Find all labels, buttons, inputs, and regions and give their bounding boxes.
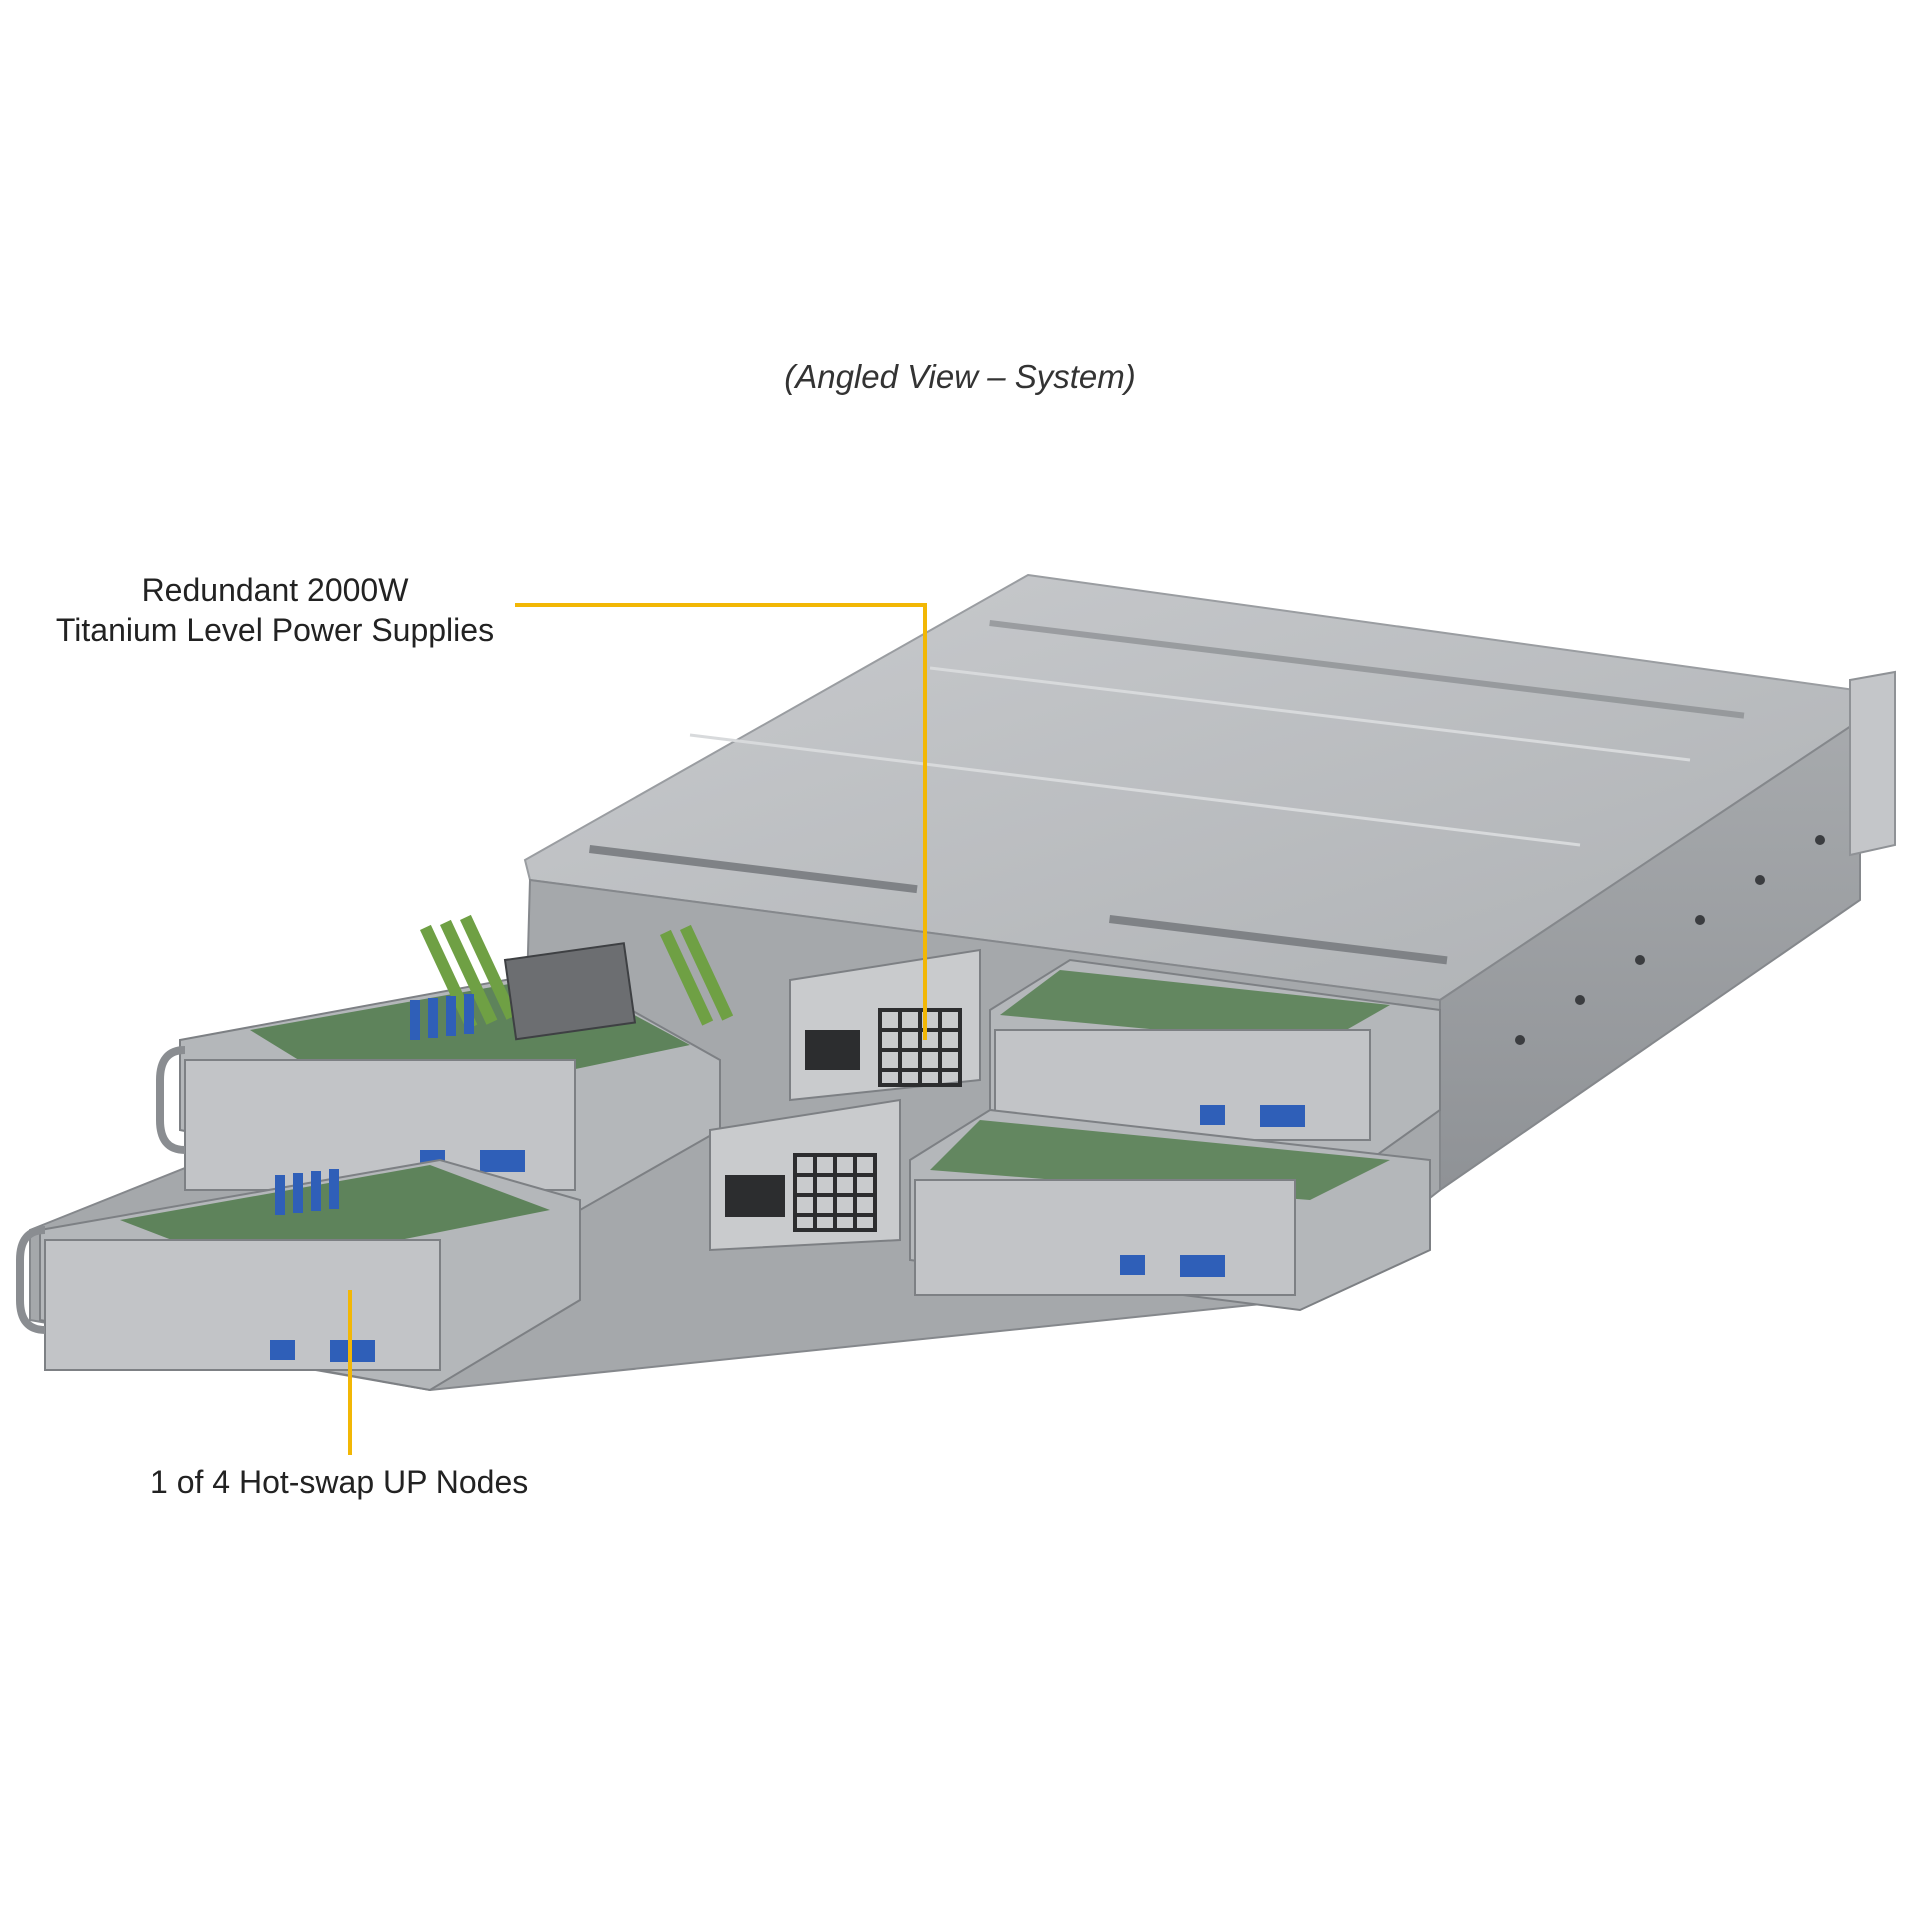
node-handle [156,1046,186,1154]
cover-seam [929,666,1691,762]
psu-callout-line2: Titanium Level Power Supplies [55,612,495,648]
vga-port [1260,1105,1305,1127]
node-callout-label: 1 of 4 Hot-swap UP Nodes [150,1464,529,1500]
usb-port [1120,1255,1145,1275]
node-lower-right [909,1108,1431,1312]
cover-seam [689,733,1581,847]
pcie-connectors [410,994,474,1040]
node-lower-left [16,1158,581,1392]
ram-modules [420,914,734,1030]
psu-callout-leader [515,603,927,1040]
vga-port [330,1340,375,1362]
rack-ear [1849,670,1896,857]
node-front-panel [914,1179,1296,1296]
side-screw-holes [1515,835,1825,1045]
cover-vents [589,620,1745,965]
usb-port [270,1340,295,1360]
node-front-panel [44,1239,441,1371]
power-supply-lower [709,1098,901,1252]
cpu-heatsink [503,942,637,1041]
usb-port [1200,1105,1225,1125]
node-upper-left [156,914,734,1212]
figure-caption: (Angled View – System) [784,358,1136,395]
power-supply-upper [789,948,981,1102]
vga-port [1180,1255,1225,1277]
psu-callout-label: Redundant 2000W Titanium Level Power Sup… [40,570,510,650]
psu-callout-line1: Redundant 2000W [141,572,409,608]
node-handle [16,1226,46,1334]
vga-port [480,1150,525,1172]
